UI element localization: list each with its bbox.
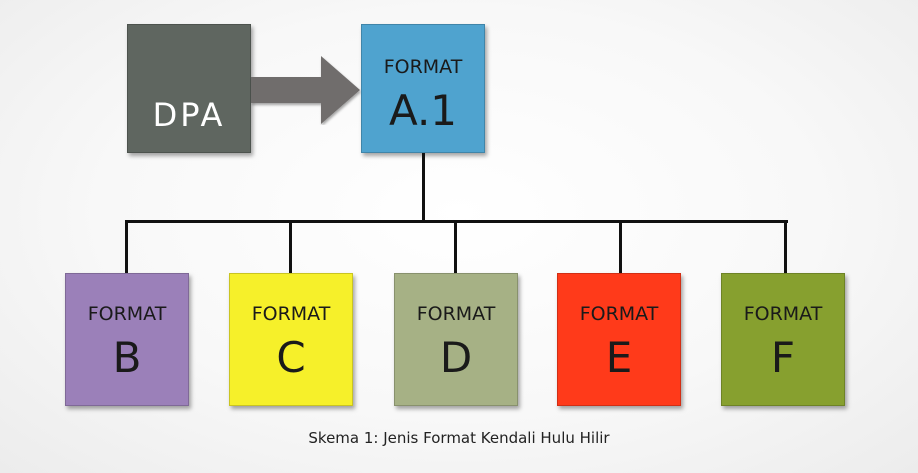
branch-line-e <box>619 220 622 274</box>
format-f-label: F <box>770 333 796 382</box>
format-d-kicker: FORMAT <box>416 303 496 325</box>
format-a1-kicker: FORMAT <box>383 56 463 78</box>
format-e-kicker: FORMAT <box>579 303 659 325</box>
dpa-label: DPA <box>152 96 226 134</box>
trunk-line <box>422 153 425 222</box>
branch-line-b <box>125 220 128 274</box>
format-f-box: FORMAT F <box>721 273 845 406</box>
branch-line-c <box>289 220 292 274</box>
format-b-label: B <box>112 333 142 382</box>
format-c-box: FORMAT C <box>229 273 353 406</box>
format-b-box: FORMAT B <box>65 273 189 406</box>
branch-line-d <box>454 220 457 274</box>
format-c-label: C <box>276 333 306 382</box>
arrow-shape <box>251 56 360 124</box>
branch-line-f <box>784 220 787 274</box>
diagram-caption: Skema 1: Jenis Format Kendali Hulu Hilir <box>308 429 610 447</box>
format-f-kicker: FORMAT <box>743 303 823 325</box>
format-e-label: E <box>605 333 633 382</box>
flow-arrow <box>251 56 360 124</box>
dpa-box: DPA <box>127 24 251 153</box>
format-c-kicker: FORMAT <box>251 303 331 325</box>
format-e-box: FORMAT E <box>557 273 681 406</box>
format-d-label: D <box>439 333 473 382</box>
format-d-box: FORMAT D <box>394 273 518 406</box>
format-a1-box: FORMAT A.1 <box>361 24 485 153</box>
format-a1-label: A.1 <box>388 86 458 135</box>
format-b-kicker: FORMAT <box>87 303 167 325</box>
